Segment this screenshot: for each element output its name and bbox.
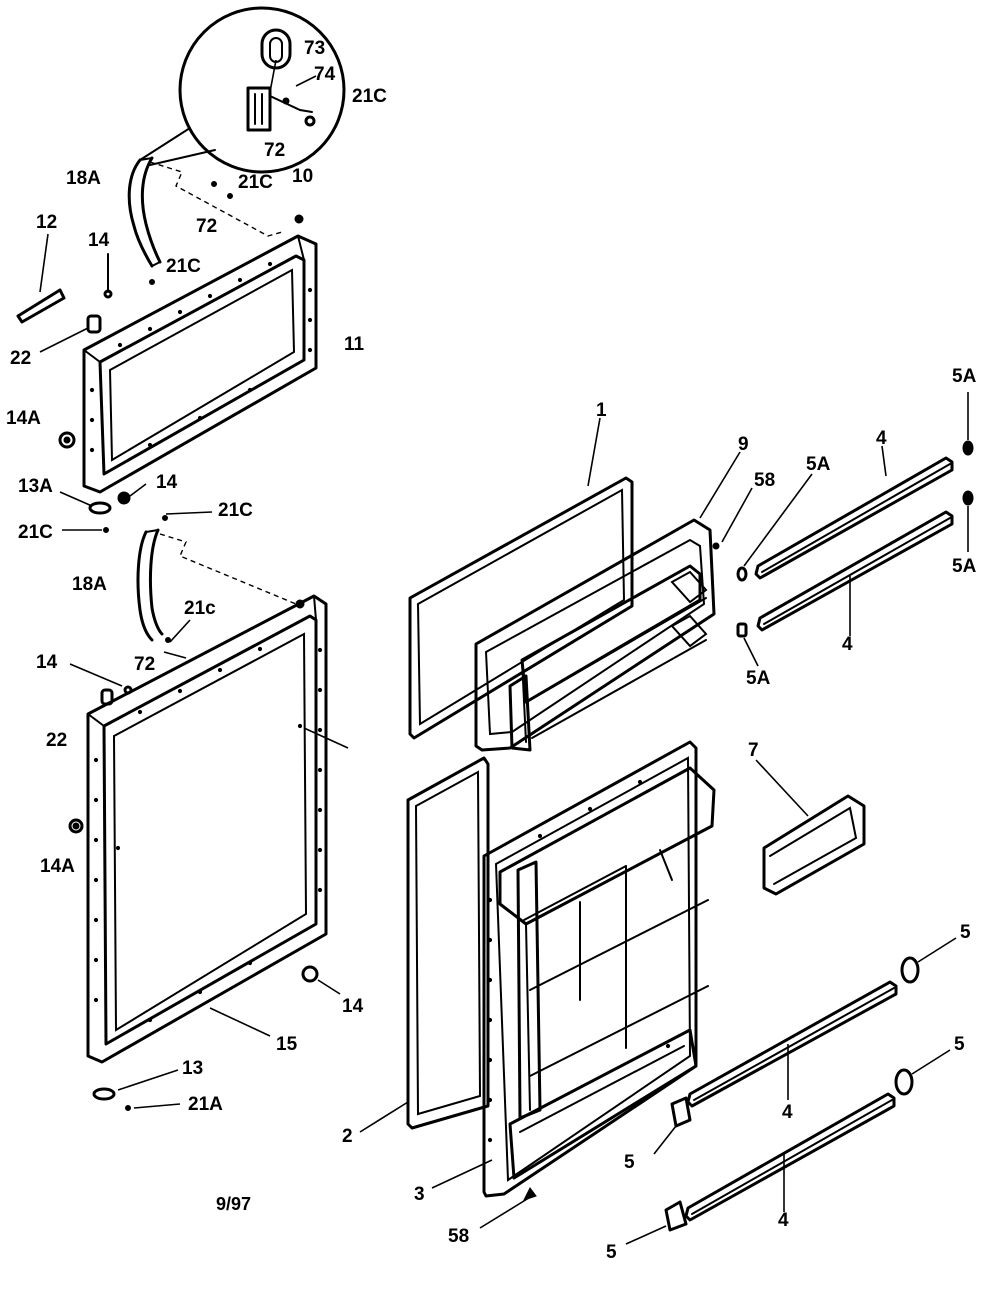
revision-date: 9/97 — [216, 1194, 251, 1214]
callout-5a-right: 5A — [952, 556, 977, 577]
callout-4-upper-a: 4 — [876, 428, 887, 449]
callout-14a-upper: 14A — [6, 408, 41, 429]
callout-7: 7 — [748, 740, 759, 761]
callout-13a: 13A — [18, 476, 53, 497]
callout-3: 3 — [414, 1184, 425, 1205]
callout-4-lower-a: 4 — [782, 1102, 793, 1123]
callout-15: 15 — [276, 1034, 298, 1055]
callout-5a-top-right: 5A — [952, 366, 977, 387]
callout-5-left: 5 — [624, 1152, 635, 1173]
callout-2: 2 — [342, 1126, 353, 1147]
freezer-trim-strips — [736, 392, 974, 667]
callout-14a-lower: 14A — [40, 856, 75, 877]
callout-74: 74 — [314, 64, 336, 85]
callout-21a: 21A — [188, 1094, 223, 1115]
callout-14-mid: 14 — [156, 472, 178, 493]
callout-73: 73 — [304, 38, 325, 59]
callout-21c-lower: 21c — [184, 598, 216, 619]
callout-14-upper: 14 — [88, 230, 110, 251]
callout-5-mid: 5 — [954, 1034, 965, 1055]
handle-detail-inset — [139, 6, 346, 174]
upper-door-small-parts — [16, 181, 233, 533]
callout-11: 11 — [344, 334, 365, 355]
callout-22-lower: 22 — [46, 730, 67, 751]
callout-18a-lower: 18A — [72, 574, 107, 595]
callout-4-lower-b: 4 — [778, 1210, 789, 1231]
callout-9: 9 — [738, 434, 749, 455]
callout-10: 10 — [292, 166, 313, 187]
fresh-food-door-handle — [136, 528, 297, 642]
freezer-door-handle — [127, 156, 283, 268]
callout-1: 1 — [596, 400, 607, 421]
lower-door-small-parts — [68, 511, 341, 1111]
fresh-food-trim-strips — [625, 937, 957, 1245]
fresh-food-door-gasket — [359, 756, 490, 1133]
callout-58-lower: 58 — [448, 1226, 469, 1247]
callout-21c-inset: 21C — [352, 86, 387, 107]
callout-14-lower: 14 — [36, 652, 58, 673]
freezer-door-gasket — [408, 417, 634, 740]
callout-13: 13 — [182, 1058, 203, 1079]
callout-labels: 73 74 21C 72 18A 21C 10 72 12 14 21C 22 … — [6, 38, 977, 1263]
callout-12: 12 — [36, 212, 57, 233]
callout-21c-mid-left: 21C — [18, 522, 53, 543]
callout-58-upper: 58 — [754, 470, 775, 491]
handle-trim-7 — [755, 759, 866, 896]
callout-5-top: 5 — [960, 922, 971, 943]
callout-22-upper: 22 — [10, 348, 31, 369]
callout-72-upper: 72 — [196, 216, 217, 237]
freezer-door-liner-frame — [82, 214, 318, 494]
callout-18a-upper: 18A — [66, 168, 101, 189]
callout-14-bottom: 14 — [342, 996, 364, 1017]
fresh-food-door-liner-frame — [86, 594, 349, 1064]
callout-21c-mid-right: 21C — [218, 500, 253, 521]
callout-72-inset: 72 — [264, 140, 285, 161]
callout-5-bottom: 5 — [606, 1242, 617, 1263]
callout-4-upper-b: 4 — [842, 634, 853, 655]
callout-21c-upper-c: 21C — [166, 256, 201, 277]
callout-72-lower: 72 — [134, 654, 155, 675]
fresh-food-outer-door — [431, 740, 716, 1229]
freezer-outer-door — [474, 451, 753, 752]
callout-5a-mid: 5A — [806, 454, 831, 475]
callout-21c-upper-b: 21C — [238, 172, 273, 193]
callout-5a-left: 5A — [746, 668, 771, 689]
